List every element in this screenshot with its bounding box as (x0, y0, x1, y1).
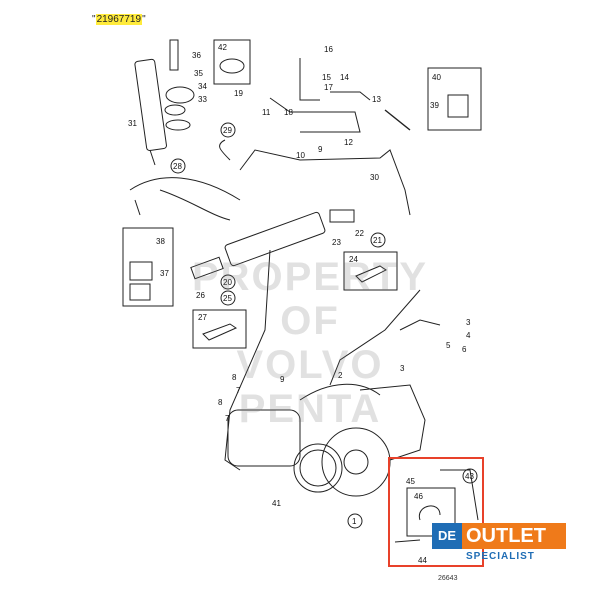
callout-27: 27 (198, 313, 207, 322)
callout-36: 36 (192, 51, 201, 60)
part-number-highlight: 21967719 (95, 14, 143, 25)
callout-8b: 8 (218, 398, 223, 407)
logo-outlet: OUTLET (462, 523, 566, 549)
callout-11: 11 (262, 108, 271, 117)
callout-25: 25 (223, 294, 232, 303)
callout-9b: 9 (280, 375, 285, 384)
callout-34: 34 (198, 82, 207, 91)
fuel-pump (227, 383, 426, 497)
part-box-40-39 (427, 67, 482, 131)
callout-9a: 9 (318, 145, 323, 154)
callout-39: 39 (430, 101, 439, 110)
callout-46: 46 (414, 492, 423, 501)
callout-23: 23 (332, 238, 341, 247)
callout-29: 29 (223, 126, 232, 135)
logo-de: DE (432, 523, 462, 549)
callout-2: 2 (338, 371, 343, 380)
callout-45: 45 (406, 477, 415, 486)
callout-4: 4 (466, 331, 471, 340)
callout-17: 17 (324, 83, 333, 92)
callout-30: 30 (370, 173, 379, 182)
callout-20: 20 (223, 278, 232, 287)
callout-3b: 3 (400, 364, 405, 373)
de-outlet-specialist-logo: DE OUTLET SPECIALIST (432, 517, 570, 575)
callout-26: 26 (196, 291, 205, 300)
callout-37: 37 (160, 269, 169, 278)
part-box-38-37 (122, 227, 174, 307)
callout-8a: 8 (232, 373, 237, 382)
fuel-line-12 (269, 97, 361, 133)
callout-15: 15 (322, 73, 331, 82)
fuel-rail (190, 209, 355, 280)
logo-specialist: SPECIALIST (466, 551, 535, 562)
callout-31: 31 (128, 119, 137, 128)
part-box-27 (192, 309, 247, 349)
callout-7a: 7 (236, 386, 241, 395)
part-box-42 (213, 39, 251, 85)
callout-19: 19 (234, 89, 243, 98)
callout-14: 14 (340, 73, 349, 82)
callout-7b: 7 (225, 414, 230, 423)
callout-13: 13 (372, 95, 381, 104)
callout-41: 41 (272, 499, 281, 508)
callout-1: 1 (352, 517, 357, 526)
callout-33: 33 (198, 95, 207, 104)
callout-5: 5 (446, 341, 451, 350)
drawing-number: 26643 (438, 575, 458, 582)
part-number-label: "21967719" (92, 14, 146, 25)
part-box-24 (343, 251, 398, 291)
callout-12: 12 (344, 138, 353, 147)
highlighted-part-frame (388, 457, 484, 567)
callout-3a: 3 (466, 318, 471, 327)
callout-28: 28 (173, 162, 182, 171)
callout-18: 18 (284, 108, 293, 117)
callout-21: 21 (373, 236, 382, 245)
callout-16: 16 (324, 45, 333, 54)
callout-40: 40 (432, 73, 441, 82)
callout-38: 38 (156, 237, 165, 246)
callout-42: 42 (218, 43, 227, 52)
callout-10: 10 (296, 151, 305, 160)
callout-22: 22 (355, 229, 364, 238)
injector-assembly (134, 39, 195, 166)
callout-24: 24 (349, 255, 358, 264)
callout-35: 35 (194, 69, 203, 78)
callout-43: 43 (465, 472, 474, 481)
callout-44: 44 (418, 556, 427, 565)
callout-labels: 36 35 34 33 31 42 19 16 17 15 14 13 18 1… (128, 43, 474, 565)
fuel-line-30 (239, 149, 411, 216)
callout-6: 6 (462, 345, 467, 354)
